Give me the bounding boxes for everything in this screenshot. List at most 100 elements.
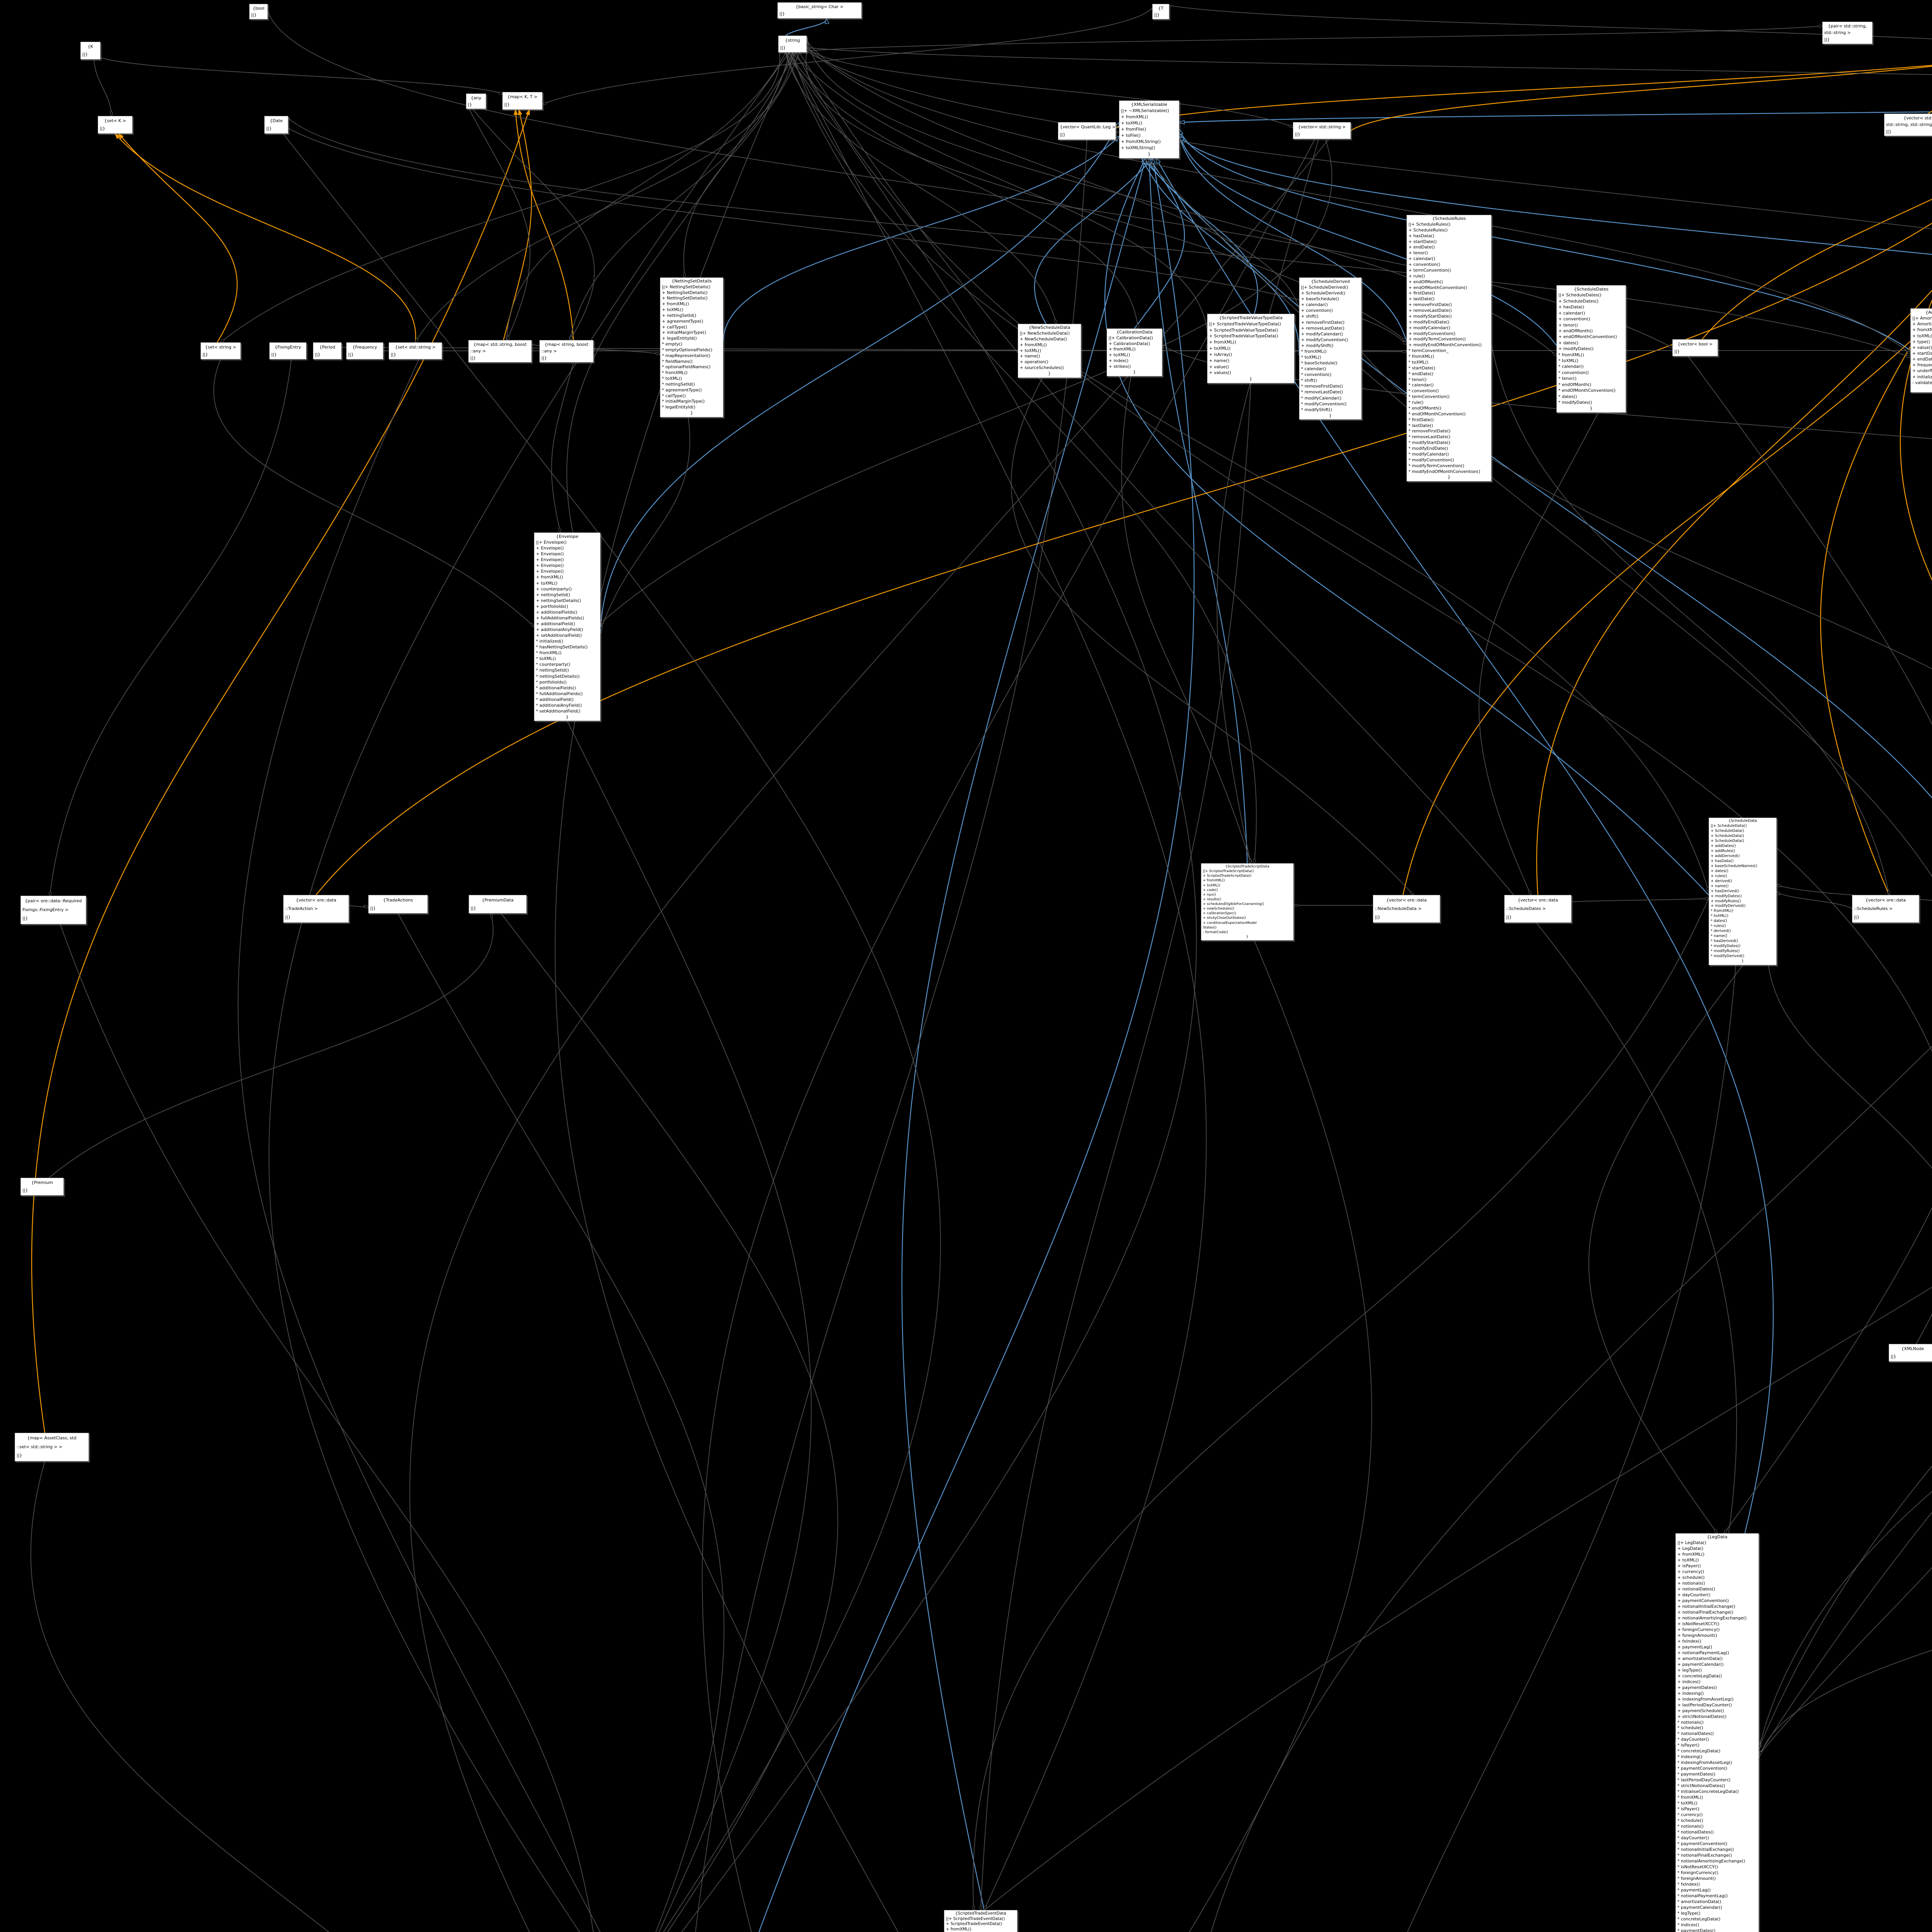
class-member: + newSchedules() [1203, 907, 1235, 911]
class-node-stscriptdata[interactable]: {ScriptedTradeScriptData||+ ScriptedTrad… [1201, 863, 1294, 940]
class-title: {Envelope [556, 534, 578, 539]
class-member: + nettingSetId() [536, 592, 570, 597]
class-node-amortizationdata[interactable]: {AmortizationData||+ AmortizationData()+… [1910, 308, 1932, 393]
class-node-string[interactable]: {string||} [778, 36, 807, 53]
class-node-basicstring[interactable]: {basic_string< Char >||} [777, 2, 862, 19]
class-node-stvtd[interactable]: {ScriptedTradeValueTypeData||+ ScriptedT… [1207, 314, 1294, 383]
class-node-schedulederived[interactable]: {ScheduleDerived||+ ScheduleDerived()+ S… [1299, 277, 1362, 420]
class-member: * convention() [1301, 372, 1332, 378]
class-node-scheduledata[interactable]: {ScheduleData||+ ScheduleData()+ Schedul… [1709, 818, 1777, 965]
class-member: ||+ Envelope() [536, 540, 567, 545]
class-member: * removeLastDate() [1301, 389, 1343, 395]
class-member: ||} [541, 355, 547, 361]
class-node-setk[interactable]: {set< K >||} [98, 116, 133, 134]
class-member: * amortizationData() [1677, 1899, 1721, 1905]
class-node-setstdstring[interactable]: {set< std::string >||} [389, 342, 442, 359]
class-member: + ScheduleDates() [1558, 298, 1599, 304]
class-node-newscheduledata[interactable]: {NewScheduleData||+ NewScheduleData()+ N… [1018, 324, 1081, 378]
edge-string-to-trade [681, 52, 1197, 1932]
class-member: + additionalAnyField() [536, 627, 583, 632]
class-member: + NettingSetDetails() [662, 290, 708, 295]
class-node-tradeactions[interactable]: {TradeActions||} [368, 895, 428, 913]
class-node-mapasset[interactable]: {map< AssetClass, std::set< std::string … [15, 1433, 89, 1461]
class-node-premiumdata[interactable]: {PremiumData||} [469, 895, 527, 913]
edge-setstdstring-to-trade [238, 359, 601, 1932]
edge-string-to-newscheduledata [785, 52, 1056, 324]
class-member: + ScheduleDerived() [1301, 291, 1345, 296]
class-member: * removeLastDate() [1408, 434, 1451, 440]
class-node-schedulerules[interactable]: {ScheduleRules||+ ScheduleRules()+ Sched… [1406, 215, 1492, 481]
class-member: ||} [1854, 915, 1860, 920]
edge-string-to-nettingsetdetails [684, 52, 800, 277]
class-member: * toXML() [1558, 358, 1578, 364]
class-node-vecstr[interactable]: {vector< std::string >||} [1293, 122, 1351, 139]
class-title: {Frequency [352, 345, 377, 350]
class-node-pairss[interactable]: {pair< std::string,std::string >||} [1822, 22, 1872, 44]
class-node-calibrationdata[interactable]: {CalibrationData||+ CalibrationData()+ C… [1107, 328, 1162, 376]
class-member: * endOfMonthConvention() [1408, 411, 1466, 417]
class-node-nettingsetdetails[interactable]: {NettingSetDetails||+ NettingSetDetails(… [660, 277, 723, 417]
class-member: * fieldNames() [662, 359, 693, 364]
class-node-envelope[interactable]: {Envelope||+ Envelope()+ Envelope()+ Env… [534, 532, 600, 721]
class-member: + LegData() [1677, 1546, 1704, 1551]
class-member: + toXML() [1912, 333, 1932, 338]
class-node-scheduledates[interactable]: {ScheduleDates||+ ScheduleDates()+ Sched… [1556, 285, 1626, 413]
class-member: } [1329, 413, 1332, 418]
class-node-vecleg[interactable]: {vector< QuantLib::Leg >||} [1058, 122, 1116, 140]
class-node-any[interactable]: {any|} [466, 94, 486, 109]
edge-vecstr-to-stscriptdata [1216, 139, 1319, 863]
class-member: * nettingSetId() [662, 381, 695, 387]
class-node-vecnewsched[interactable]: {vector< ore::data::NewScheduleData >||} [1373, 895, 1440, 923]
edge-scheduledata-to-steventdata [973, 898, 1709, 1910]
edge-vecdouble-to-legdata [1759, 1465, 1932, 1748]
edge-vecbool-to-vect [1702, 199, 1932, 340]
class-member: + toXML() [1109, 352, 1130, 357]
class-node-date[interactable]: {Date||} [264, 116, 288, 134]
class-node-vectradeaction[interactable]: {vector< ore::data::TradeAction >||} [283, 895, 349, 923]
class-node-vecschedrules[interactable]: {vector< ore::data::ScheduleRules >||} [1852, 895, 1919, 923]
class-member: + notionals() [1677, 1580, 1705, 1586]
class-member: + currency() [1677, 1569, 1704, 1574]
edge-string-to-scriptedtrade [269, 52, 789, 1932]
class-node-premium[interactable]: {Premium||} [20, 1178, 64, 1196]
class-node-k[interactable]: {K||} [80, 42, 100, 60]
class-member: + name() [1020, 354, 1040, 359]
class-node-t[interactable]: {T||} [1152, 4, 1169, 19]
class-node-bool[interactable]: {bool||} [249, 4, 268, 19]
class-node-steventdata[interactable]: {ScriptedTradeEventData||+ ScriptedTrade… [944, 1910, 1017, 1932]
class-node-period[interactable]: {Period||} [313, 342, 342, 359]
class-node-mapkt[interactable]: {map< K, T >||} [502, 92, 543, 110]
class-node-vecscheddates[interactable]: {vector< ore::data::ScheduleDates >||} [1504, 895, 1571, 923]
class-member: + strictNotionalDates() [1677, 1714, 1727, 1719]
class-member: + toFile() [1121, 133, 1141, 138]
class-member: + fromXML() [662, 301, 689, 307]
class-member: * hasNettingSetDetails() [536, 645, 588, 650]
class-node-mapstrany[interactable]: {map< std::string, boost::any >||} [468, 340, 532, 362]
class-node-mapstringany[interactable]: {map< string, boost::any >||} [539, 340, 594, 362]
class-node-vecpair[interactable]: {vector< std::pair<std::string, std::str… [1884, 114, 1932, 136]
edge-k-to-mapkt [100, 57, 502, 94]
edge-mapstrany-to-mapkt [503, 110, 532, 340]
class-node-legdata[interactable]: {LegData||+ LegData()+ LegData()+ fromXM… [1675, 1533, 1759, 1932]
class-member: ||} [504, 102, 510, 107]
class-member: * isPayer() [1677, 1743, 1700, 1748]
edge-tradeactions-to-trade [398, 913, 724, 1932]
class-member: + toXML() [1121, 121, 1143, 126]
class-title: {map< AssetClass, std [27, 1435, 77, 1440]
class-member: * empty() [662, 342, 682, 347]
class-node-setstring[interactable]: {set< string >||} [201, 342, 241, 359]
class-node-fixingentry[interactable]: {FixingEntry||} [269, 342, 306, 359]
class-member: + firstDate() [1408, 291, 1435, 296]
class-node-xmlnode[interactable]: {XMLNode||} [1889, 1344, 1932, 1362]
class-node-frequency[interactable]: {Frequency||} [346, 342, 383, 359]
class-member: + indices() [1677, 1679, 1701, 1684]
class-member: + fromXML() [946, 1927, 971, 1932]
class-title: {vector< ore::data [1517, 898, 1558, 903]
class-member: * setAdditionalField() [536, 708, 581, 714]
class-member: ||+ ScheduleDates() [1558, 293, 1602, 298]
class-member: * modifyCalendar() [1301, 395, 1342, 401]
class-member: * removeFirstDate() [1408, 429, 1451, 434]
class-node-xmlserializable[interactable]: {XMLSerializable||+ ~XMLSerializable()+ … [1119, 100, 1179, 158]
class-node-vecbool[interactable]: {vector< bool >||} [1672, 339, 1718, 356]
